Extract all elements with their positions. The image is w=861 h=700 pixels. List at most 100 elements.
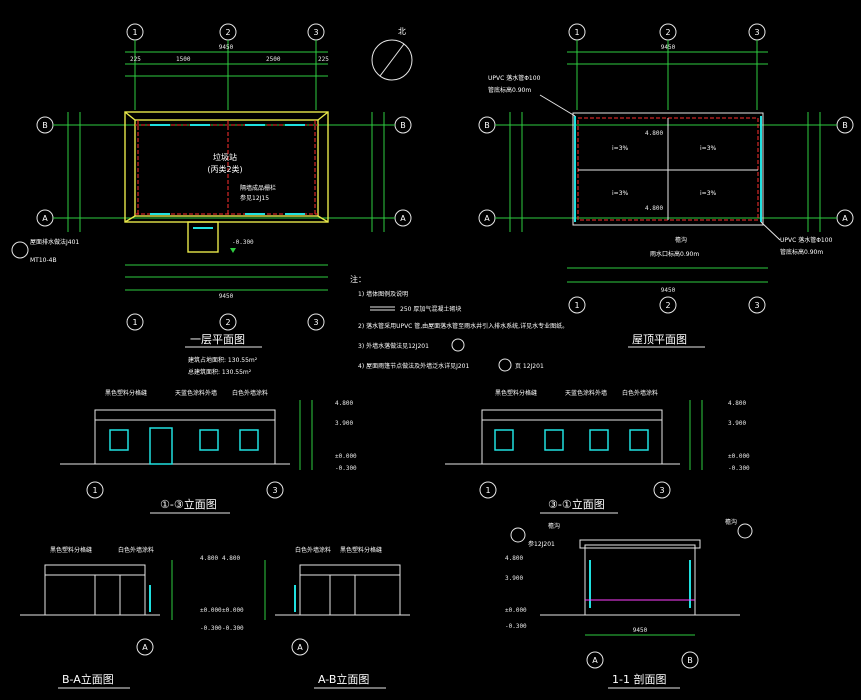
axis-label: B bbox=[484, 121, 490, 130]
detail-bubble bbox=[510, 527, 526, 543]
door bbox=[149, 427, 173, 465]
axis-bubble-a bbox=[291, 638, 309, 656]
wall-corner bbox=[317, 111, 329, 121]
label-3: 白色外墙涂料 bbox=[232, 389, 268, 397]
floor-plan: 1 2 3 9450 225 1500 2500 225 B A B A bbox=[11, 23, 412, 376]
level: 3.900 bbox=[728, 420, 746, 427]
window bbox=[629, 429, 649, 451]
axis-label: 1 bbox=[132, 318, 137, 327]
window bbox=[544, 429, 564, 451]
leader-line bbox=[760, 221, 781, 241]
level: 4.800 bbox=[335, 400, 353, 407]
axis-label: B bbox=[400, 121, 406, 130]
level: -0.300 bbox=[505, 623, 527, 630]
axis-label: 2 bbox=[665, 28, 670, 37]
note-3: 3) 外墙水落做法见12J201 bbox=[358, 342, 429, 350]
room-sublabel: (丙类2类) bbox=[207, 164, 242, 174]
axis-bubble-1 bbox=[479, 481, 497, 499]
dim-text: 225 bbox=[318, 56, 329, 63]
legend-note: 屋面排水做法J401 bbox=[30, 238, 79, 246]
axis-label: A bbox=[400, 214, 406, 223]
label-1: 黑色塑料分格缝 bbox=[50, 546, 92, 554]
facade-outline bbox=[481, 409, 663, 465]
elevation-back: 黑色塑料分格缝 天蓝色涂料外墙 白色外墙涂料 4.800 3.900 ±0.00… bbox=[445, 389, 750, 514]
dim-total: 9450 bbox=[661, 44, 676, 51]
roof-slope: i=3% bbox=[612, 190, 629, 197]
roof-slope: i=3% bbox=[700, 190, 717, 197]
axis-label: B bbox=[842, 121, 848, 130]
upvc-note-top2: 管底标高0.90m bbox=[488, 86, 531, 94]
axis-label: 3 bbox=[659, 486, 664, 495]
roof-plan: 1 2 3 9450 B A B A i=3% i=3% i=3% i=3% bbox=[478, 23, 854, 348]
axis-bubble-3-bottom bbox=[748, 296, 766, 314]
dim-total: 9450 bbox=[219, 293, 234, 300]
gutter-note2: 雨水口标高0.90m bbox=[650, 250, 699, 258]
axis-bubble-2-bottom bbox=[659, 296, 677, 314]
axis-label: 1 bbox=[485, 486, 490, 495]
label-2: 天蓝色涂料外墙 bbox=[565, 389, 607, 397]
note-1b: 250 厚加气混凝土砌块 bbox=[400, 305, 461, 313]
label-1: 黑色塑料分格缝 bbox=[495, 389, 537, 397]
window bbox=[589, 429, 609, 451]
facade-outline bbox=[94, 409, 276, 465]
level: -0.300 bbox=[728, 465, 750, 472]
outer-wall bbox=[124, 111, 329, 223]
axis-label: A bbox=[42, 214, 48, 223]
window bbox=[199, 429, 219, 451]
level: 3.900 bbox=[505, 575, 523, 582]
axis-label: 3 bbox=[313, 318, 318, 327]
roof-slab bbox=[579, 539, 701, 549]
section-1-1: 檐沟 檐沟 参12J201 4.800 3.900 ±0.000 -0.300 … bbox=[505, 518, 753, 689]
label-1: 黑色塑料分格缝 bbox=[105, 389, 147, 397]
gutter-label-right: 檐沟 bbox=[725, 518, 737, 526]
window bbox=[239, 429, 259, 451]
level: 4.800 bbox=[505, 555, 523, 562]
gutter-note: 檐沟 bbox=[675, 236, 687, 244]
axis-label: 2 bbox=[225, 28, 230, 37]
note-2: 2) 落水管采用UPVC 管,由屋面落水管至雨水井引入排水系统,详见水专业图纸。 bbox=[358, 322, 568, 330]
legend-ref: MT10-4B bbox=[30, 257, 57, 264]
area-total: 总建筑面积: 130.55m² bbox=[188, 368, 252, 376]
elev-title: ①-③立面图 bbox=[160, 497, 217, 511]
level: ±0.000 bbox=[200, 607, 222, 614]
axis-label: 1 bbox=[132, 28, 137, 37]
roof-slope: i=3% bbox=[700, 145, 717, 152]
level: 3.900 bbox=[335, 420, 353, 427]
level: -0.300 bbox=[335, 465, 357, 472]
general-notes: 注： 1) 墙体图例及说明 250 厚加气混凝土砌块 2) 落水管采用UPVC … bbox=[350, 274, 568, 372]
axis-bubble-3 bbox=[653, 481, 671, 499]
elevation-side-ab: 白色外墙涂料 黑色塑料分格缝 4.800 ±0.000 -0.300 A A-B… bbox=[222, 546, 410, 689]
axis-label: B bbox=[687, 656, 693, 665]
detail-bubble bbox=[451, 338, 465, 352]
window bbox=[109, 429, 129, 451]
detail-bubble bbox=[737, 523, 753, 539]
axis-label: A bbox=[142, 643, 148, 652]
level: ±0.000 bbox=[335, 453, 357, 460]
level: ±0.000 bbox=[222, 607, 244, 614]
note-4: 4) 屋面雨篷节点做法及外墙泛水详见J201 bbox=[358, 362, 469, 370]
axis-bubble-b bbox=[681, 651, 699, 669]
roof-outline bbox=[572, 112, 764, 226]
facade-outline bbox=[299, 564, 401, 616]
level-marker-icon bbox=[230, 248, 236, 253]
roof-slope: i=3% bbox=[612, 145, 629, 152]
axis-label: 2 bbox=[665, 301, 670, 310]
axis-label: A bbox=[297, 643, 303, 652]
axis-label: B bbox=[42, 121, 48, 130]
inner-wall bbox=[134, 119, 319, 217]
roof-elev: 4.800 bbox=[645, 205, 663, 212]
axis-bubble-1 bbox=[86, 481, 104, 499]
section-ref: 参12J201 bbox=[528, 540, 555, 548]
level: -0.300 bbox=[200, 625, 222, 632]
section-outline bbox=[584, 544, 696, 616]
axis-label: 3 bbox=[754, 301, 759, 310]
axis-label: A bbox=[592, 656, 598, 665]
elev-title: ③-①立面图 bbox=[548, 497, 605, 511]
north-arrow-icon: 北 bbox=[371, 27, 413, 81]
level: 4.800 bbox=[200, 555, 218, 562]
axis-label: 3 bbox=[754, 28, 759, 37]
axis-label: 2 bbox=[225, 318, 230, 327]
axis-label: 1 bbox=[92, 486, 97, 495]
axis-bubble-1-bottom bbox=[126, 313, 144, 331]
label-1: 白色外墙涂料 bbox=[295, 546, 331, 554]
